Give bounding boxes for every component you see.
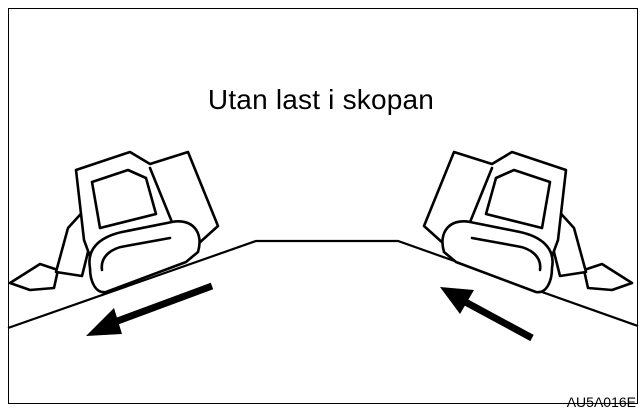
right-loader-bucket	[582, 262, 634, 292]
diagram-title: Utan last i skopan	[207, 84, 435, 115]
left-loader-cab	[90, 168, 158, 230]
left-loader-bucket	[8, 262, 60, 292]
right-loader-cab	[484, 168, 552, 230]
left-loader	[8, 150, 220, 294]
figure-code: AU5A016E	[566, 394, 636, 410]
right-direction-arrow	[440, 287, 534, 342]
left-direction-arrow	[86, 282, 214, 336]
right-loader	[422, 150, 634, 294]
left-loader-track	[88, 220, 201, 294]
right-loader-track	[441, 220, 554, 294]
